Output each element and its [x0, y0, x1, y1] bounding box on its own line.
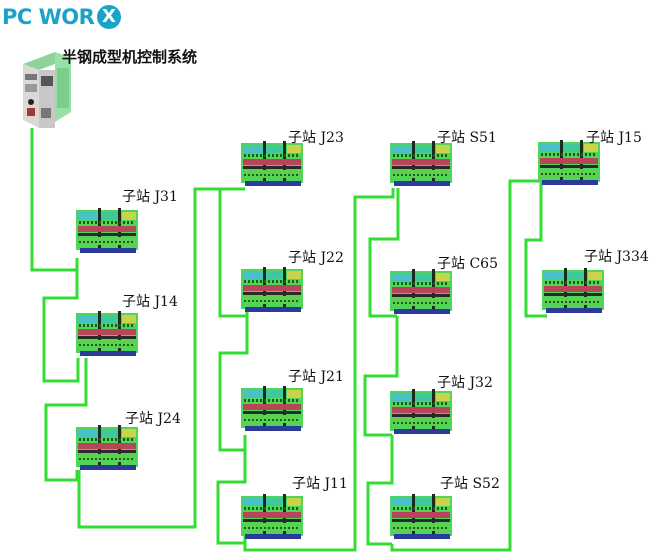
logo-text: PC WOR: [2, 5, 95, 29]
system-title: 半钢成型机控制系统: [62, 48, 198, 66]
io-module-graphic: [76, 311, 138, 356]
station-label-j24: 子站 J24: [125, 411, 181, 427]
io-module-graphic: [390, 389, 452, 434]
bus-line-j11-s51: [243, 188, 395, 552]
io-module-graphic: [76, 208, 138, 253]
station-label-s51: 子站 S51: [437, 130, 497, 146]
plc-controller-image: [23, 52, 71, 128]
bus-line-j15-j334: [524, 181, 547, 318]
station-label-c65: 子站 C65: [437, 256, 498, 272]
station-label-j15: 子站 J15: [586, 130, 642, 146]
logo-mark: X: [97, 5, 121, 29]
bus-line-j32-s52: [366, 435, 394, 546]
station-label-j23: 子站 J23: [288, 130, 344, 146]
station-label-s52: 子站 S52: [440, 476, 500, 492]
io-module-graphic: [390, 269, 452, 314]
bus-line-j21-j11: [216, 450, 247, 545]
station-label-j22: 子站 J22: [288, 250, 344, 266]
bus-line-s52-j15: [390, 179, 541, 552]
io-module-graphic: [241, 267, 303, 312]
io-module-graphic: [241, 141, 303, 186]
bus-line-j22-j21: [218, 312, 249, 452]
station-module-j31[interactable]: [76, 208, 138, 254]
io-module-graphic: [241, 386, 303, 431]
bus-line-s51-c65: [368, 188, 400, 318]
station-label-j31: 子站 J31: [122, 189, 178, 205]
station-label-j14: 子站 J14: [122, 294, 178, 310]
station-label-j11: 子站 J11: [292, 476, 348, 492]
station-module-s52[interactable]: [390, 494, 452, 540]
station-module-j334[interactable]: [542, 268, 604, 314]
io-module-graphic: [390, 494, 452, 539]
station-label-j32: 子站 J32: [437, 375, 493, 391]
station-label-j334: 子站 J334: [584, 249, 649, 265]
station-module-j23[interactable]: [241, 141, 303, 187]
bus-line-j24-j23: [77, 187, 245, 529]
station-module-j21[interactable]: [241, 386, 303, 432]
bus-line-j31-j14: [42, 270, 80, 383]
io-module-graphic: [542, 268, 604, 313]
bus-line-plc: [30, 128, 79, 272]
station-module-j11[interactable]: [241, 494, 303, 540]
station-module-j15[interactable]: [538, 140, 600, 186]
pcworx-logo: PC WOR X: [2, 3, 124, 31]
station-module-s51[interactable]: [390, 141, 452, 187]
station-module-j32[interactable]: [390, 389, 452, 435]
bus-line-j14-j24: [44, 358, 88, 482]
station-module-j14[interactable]: [76, 311, 138, 357]
io-module-graphic: [390, 141, 452, 186]
bus-line-j23-j22: [218, 187, 247, 318]
station-module-c65[interactable]: [390, 269, 452, 315]
io-module-graphic: [241, 494, 303, 539]
station-label-j21: 子站 J21: [288, 369, 344, 385]
bus-line-c65-j32: [363, 316, 399, 437]
io-module-graphic: [76, 425, 138, 470]
station-module-j24[interactable]: [76, 425, 138, 471]
station-module-j22[interactable]: [241, 267, 303, 313]
io-module-graphic: [538, 140, 600, 185]
